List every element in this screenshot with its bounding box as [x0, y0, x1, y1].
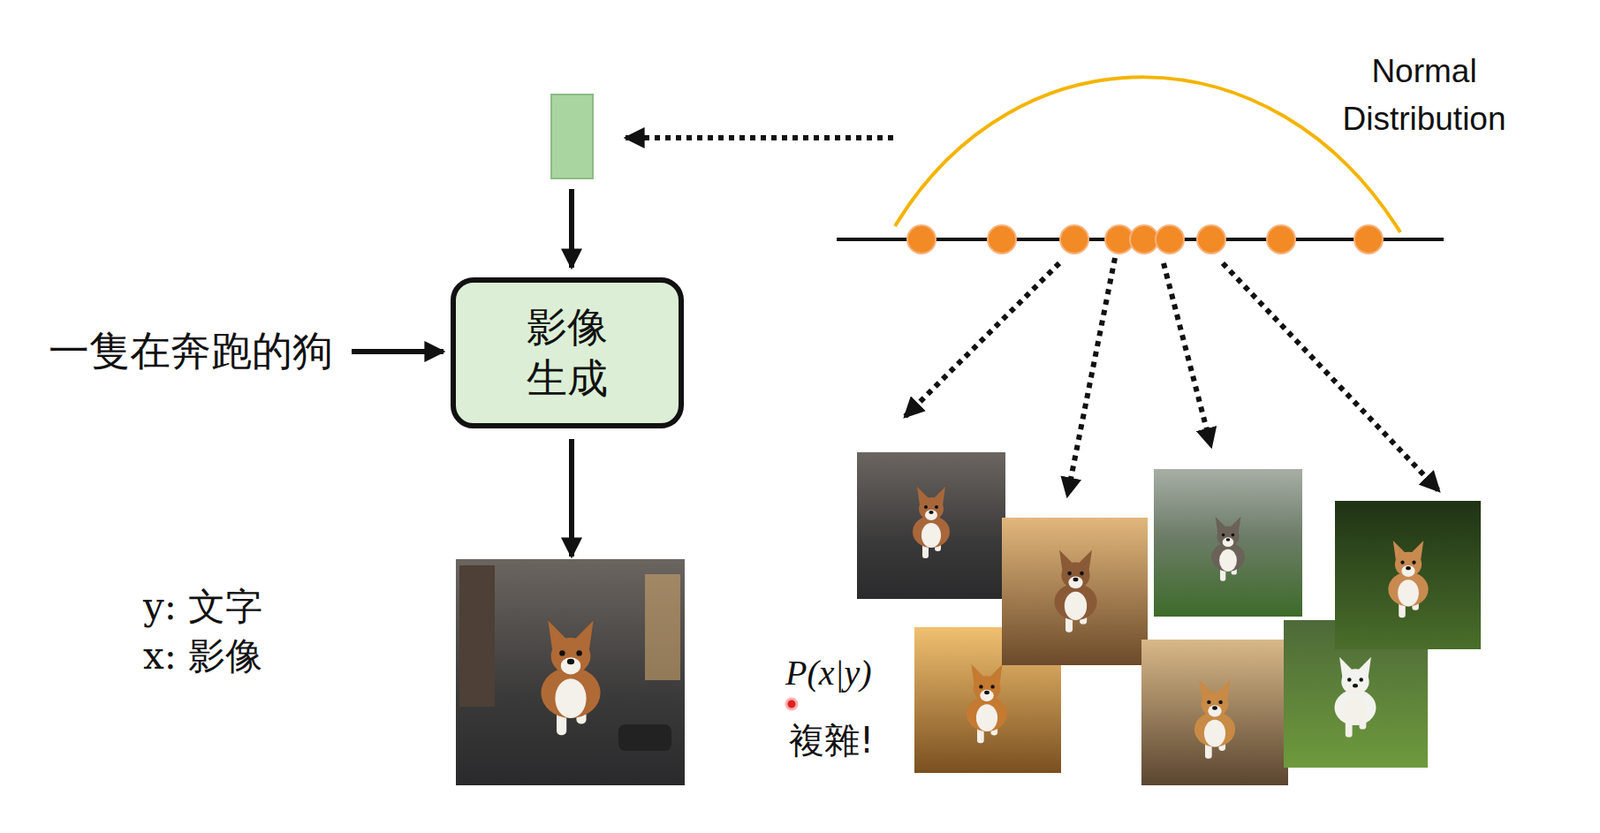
pointer-dot — [786, 698, 797, 710]
latent-vector — [551, 94, 593, 179]
probability-label: P(x|y) — [785, 652, 873, 695]
note-label: 複雜! — [788, 719, 874, 762]
arrow — [351, 348, 444, 355]
box-text: 影像 生成 — [520, 302, 615, 404]
sample-dots — [907, 225, 1383, 254]
arrow — [568, 189, 575, 268]
arrow — [568, 439, 575, 557]
process-box: 影像 生成 — [450, 277, 684, 429]
sample-arrow — [625, 135, 894, 141]
input-text: 一隻在奔跑的狗 — [48, 326, 334, 376]
sample-images — [856, 452, 1481, 786]
distribution-label: Normal Distribution — [1309, 47, 1540, 143]
variable-note: y: 文字 — [143, 584, 263, 630]
distribution-curve — [894, 76, 1401, 233]
variable-note: x: 影像 — [143, 634, 263, 679]
output-image — [455, 559, 685, 786]
